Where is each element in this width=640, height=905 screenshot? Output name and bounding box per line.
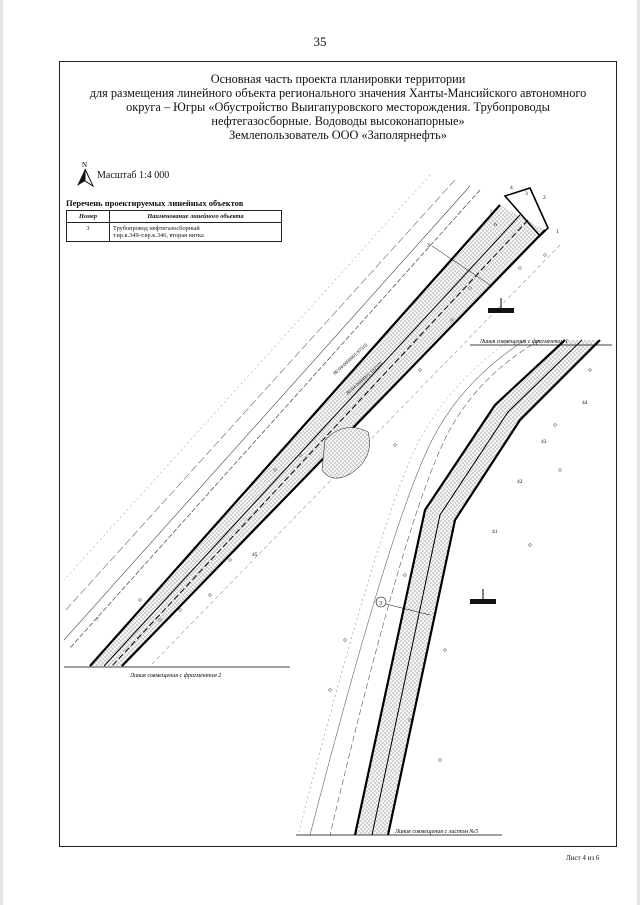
page-number: 35 bbox=[313, 34, 327, 49]
corridor-boundary bbox=[353, 339, 566, 836]
callout-leader bbox=[385, 603, 431, 616]
point-label: 42 bbox=[517, 479, 523, 485]
object-callout: 3 bbox=[379, 601, 382, 607]
pipeline-axis bbox=[111, 219, 529, 667]
point-label: 3 bbox=[525, 191, 528, 197]
title-line: Основная часть проекта планировки террит… bbox=[210, 72, 466, 86]
pipeline-marker-icon bbox=[488, 298, 514, 313]
pipeline-axis bbox=[371, 339, 583, 836]
point-label: 4 bbox=[510, 185, 513, 191]
point-label: 41 bbox=[492, 529, 498, 535]
utility-line bbox=[69, 189, 481, 649]
corridor-fill bbox=[90, 205, 545, 666]
object-name-line: Трубопровод нефтегазосборный bbox=[113, 225, 200, 232]
corridor-boundary bbox=[386, 339, 601, 836]
document-title: Основная часть проекта планировки террит… bbox=[59, 72, 617, 142]
corridor-boundary bbox=[89, 204, 501, 667]
title-line: Землепользователь ООО «Заполярнефть» bbox=[229, 128, 447, 142]
point-label: 43 bbox=[541, 439, 547, 445]
survey-points bbox=[138, 253, 592, 762]
point-label: 5 bbox=[490, 210, 493, 216]
utility-line bbox=[63, 174, 431, 581]
point-label: 7 bbox=[96, 617, 99, 623]
title-line: нефтегазосборные. Водоводы высоконапорны… bbox=[211, 114, 465, 128]
drawing-frame bbox=[59, 61, 617, 847]
north-arrow-icon: N bbox=[77, 161, 95, 188]
north-label: N bbox=[82, 161, 87, 169]
object-name: Трубопровод нефтегазосборный т.вр.к.349-… bbox=[109, 222, 282, 242]
corridor-end-box bbox=[503, 187, 549, 238]
callout-circle bbox=[375, 596, 387, 608]
callout-leader bbox=[431, 245, 491, 286]
utility-line bbox=[329, 339, 541, 836]
point-label: 6 bbox=[494, 222, 497, 228]
match-line-label: Линия совмещения с фрагментом 2 bbox=[129, 672, 221, 679]
sheet-footer: Лист 4 из 6 bbox=[566, 854, 600, 862]
title-line: для размещения линейного объекта региона… bbox=[89, 86, 587, 100]
object-number: 3 bbox=[66, 222, 110, 242]
object-callout: 3 bbox=[427, 243, 430, 249]
match-line-label: Линия совмещения с фрагментом 1 bbox=[479, 338, 568, 345]
utility-line bbox=[309, 339, 526, 836]
objects-table: Номер Наименование линейного объекта 3 Т… bbox=[66, 210, 282, 242]
terrain-feature bbox=[321, 427, 370, 479]
scale-label: Масштаб 1:4 000 bbox=[97, 170, 170, 181]
corridor-fill bbox=[355, 340, 600, 835]
object-name-line: т.вр.к.349-т.вр.к.346, вторая нитка bbox=[113, 232, 204, 239]
point-label: 45 bbox=[252, 552, 258, 558]
utility-line bbox=[63, 179, 456, 613]
utility-line bbox=[297, 339, 511, 836]
objects-list-title: Перечень проектируемых линейных объектов bbox=[66, 198, 244, 208]
table-row: 3 Трубопровод нефтегазосборный т.вр.к.34… bbox=[66, 222, 282, 242]
pipeline-marker-icon bbox=[470, 589, 496, 604]
point-label: 44 bbox=[582, 400, 588, 406]
match-line-label: Линия совмещения с листом №5 bbox=[394, 829, 478, 835]
upper-corridor bbox=[63, 174, 561, 667]
lower-corridor bbox=[297, 339, 601, 836]
title-line: округа – Югры «Обустройство Выигапуровск… bbox=[126, 100, 550, 114]
point-label: 2 bbox=[543, 195, 546, 201]
utility-line bbox=[63, 185, 471, 641]
pipeline-axis bbox=[103, 214, 521, 667]
point-label: 1 bbox=[556, 229, 559, 235]
scan-edge-left bbox=[0, 0, 3, 905]
scan-edge-right bbox=[637, 0, 640, 905]
